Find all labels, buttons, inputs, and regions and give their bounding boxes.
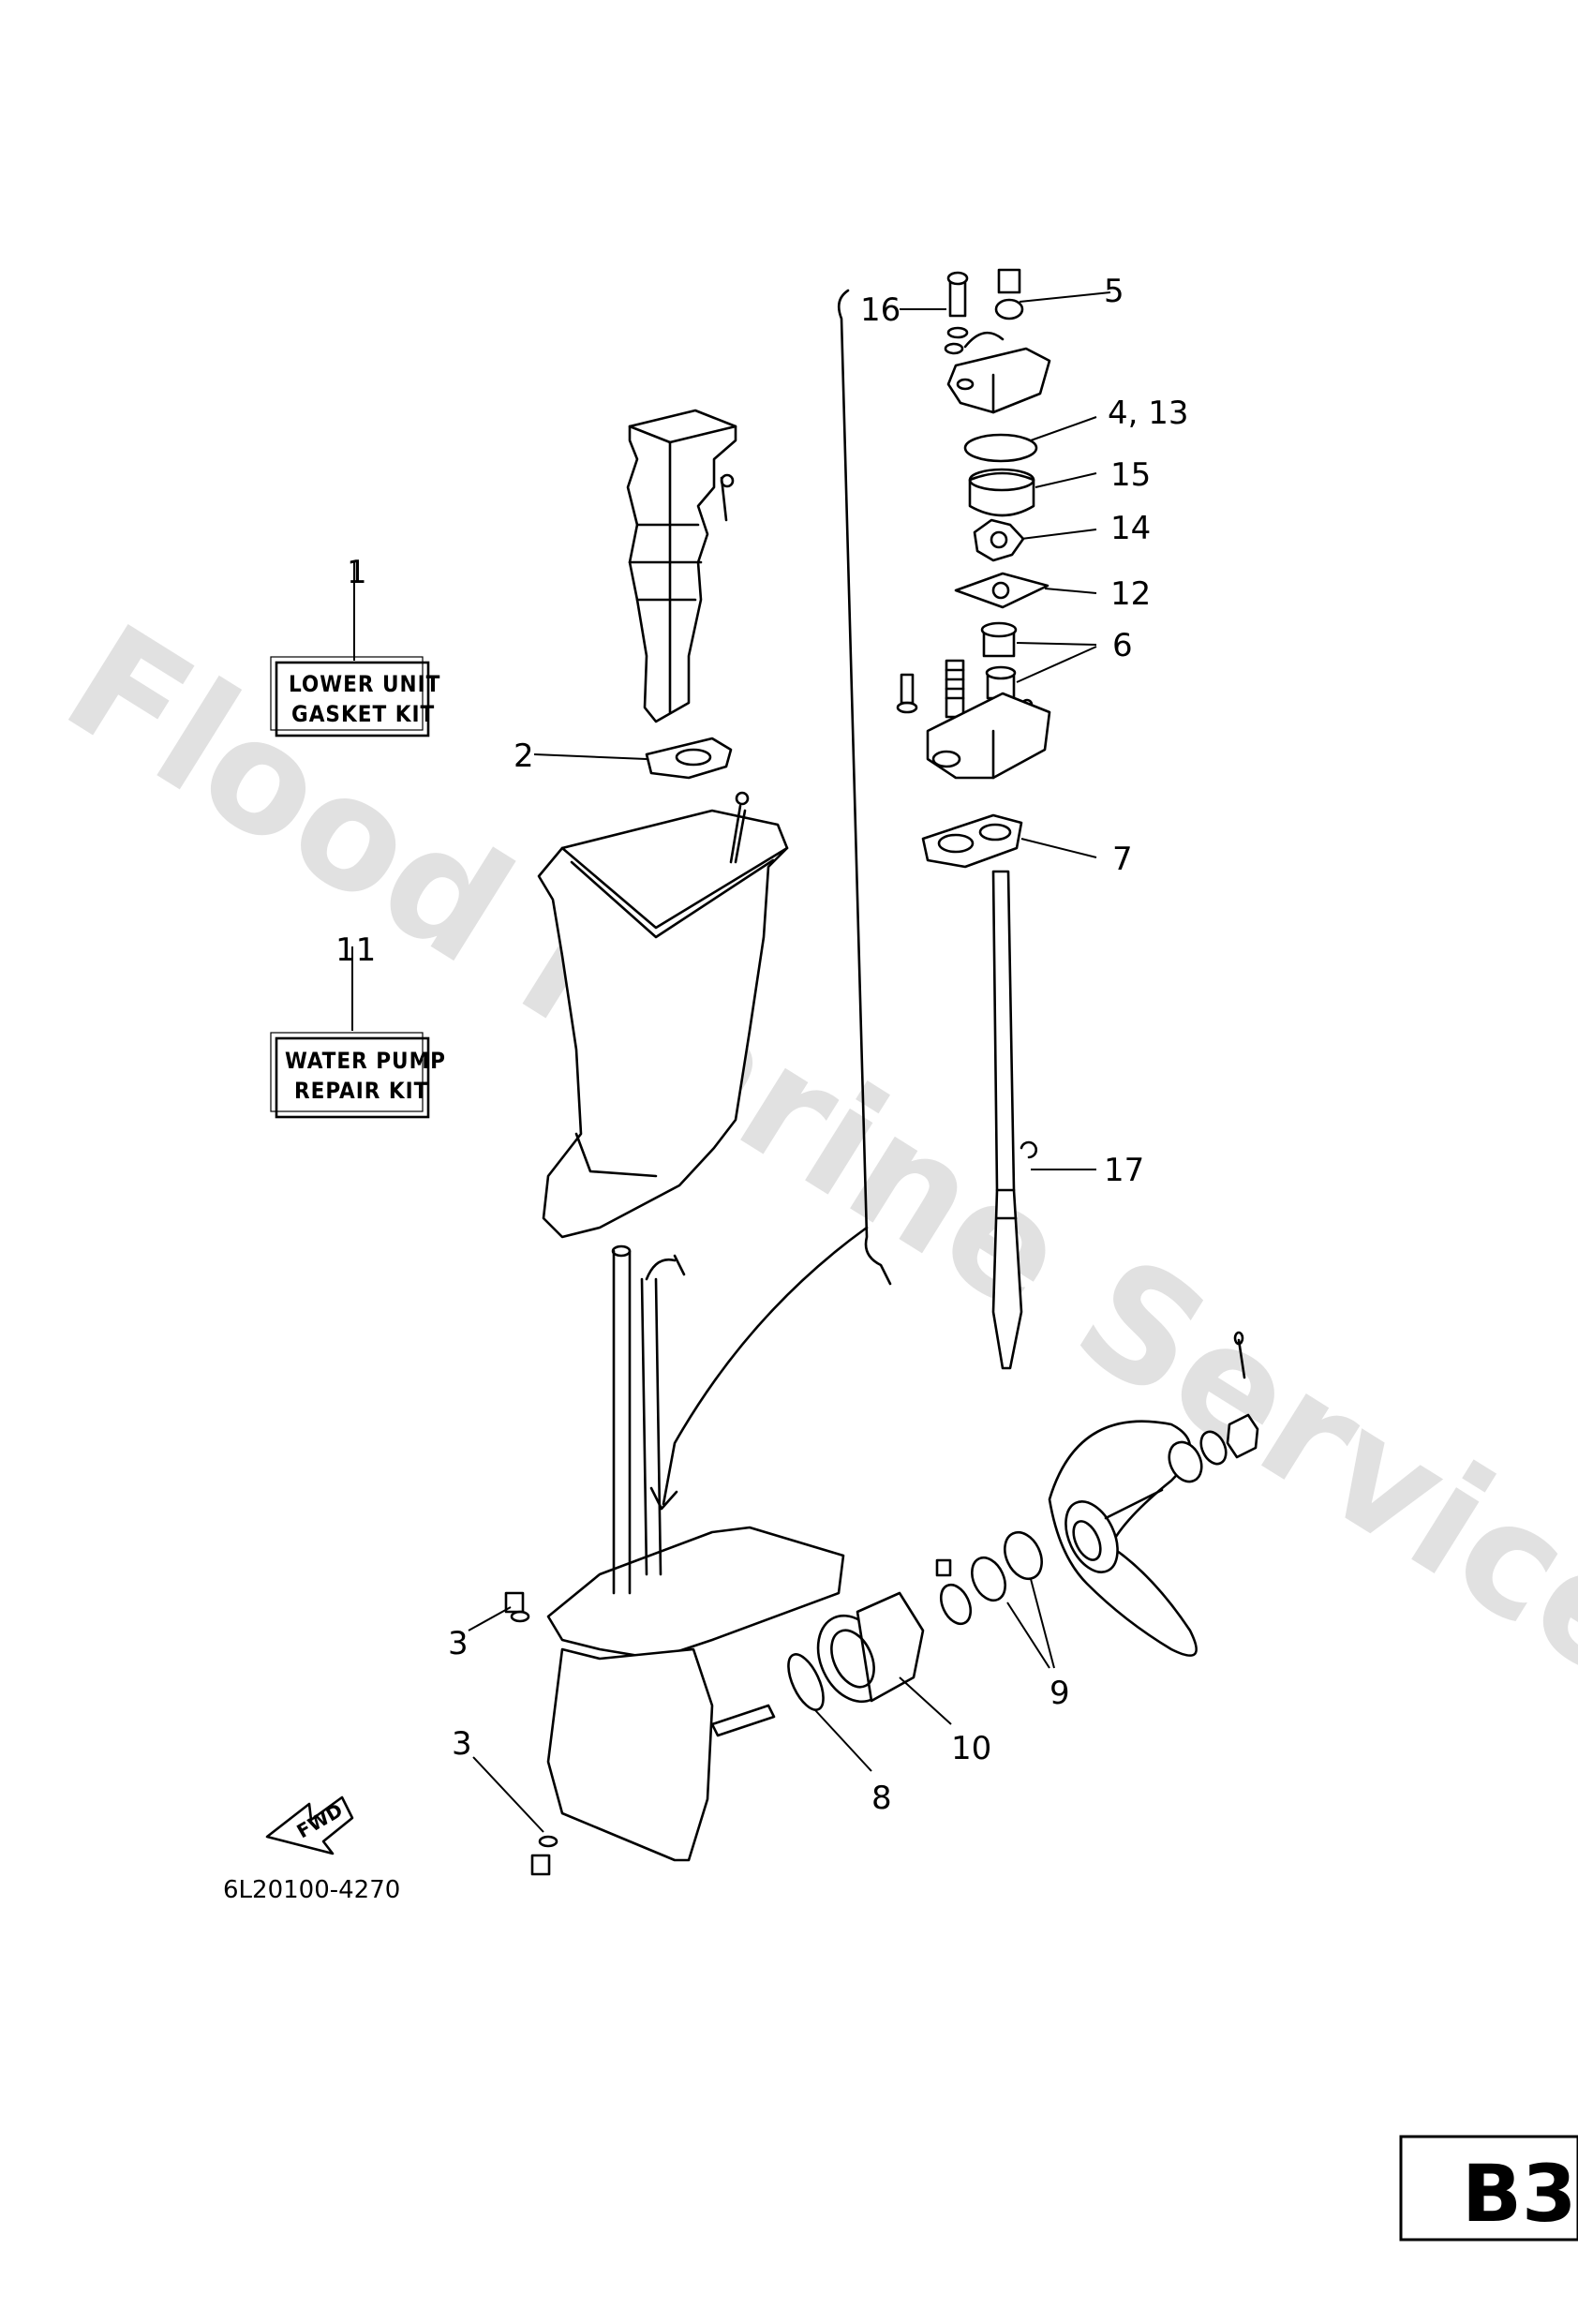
kit-number-1: 1: [347, 554, 367, 591]
callouts: 16 5 4, 13 15 14 12 6 7 17 2 3 3 8 10 9: [448, 273, 1189, 1817]
callout-8: 8: [871, 1780, 892, 1817]
part-code: 6L20100-4270: [223, 1876, 400, 1904]
bearing-part-9: [939, 1530, 1043, 1626]
propeller-shaft-housing-drawing: [816, 1558, 952, 1704]
kit-box-lower-unit-gasket: 1 LOWER UNIT GASKET KIT: [270, 554, 440, 737]
gasket-part-2: [645, 737, 733, 780]
page-code: B3: [1462, 2148, 1576, 2240]
leader-lines: [468, 291, 1111, 1833]
kit-label-lower-unit-line2: GASKET KIT: [291, 701, 435, 727]
kit-label-water-pump-line2: REPAIR KIT: [294, 1078, 428, 1104]
exhaust-guide-drawing: [626, 409, 737, 723]
kit-box-water-pump-repair: 11 WATER PUMP REPAIR KIT: [270, 931, 446, 1119]
propeller-drawing: [1048, 1331, 1259, 1657]
lower-casing-drawing: [504, 1244, 845, 1876]
water-pump-drawing: [896, 268, 1051, 1370]
callout-9: 9: [1050, 1675, 1070, 1712]
callout-4-13: 4, 13: [1108, 395, 1189, 432]
callout-16: 16: [860, 291, 901, 329]
callout-3-upper: 3: [448, 1625, 469, 1662]
callout-3-lower: 3: [452, 1725, 472, 1763]
callout-7: 7: [1112, 841, 1133, 878]
kit-label-water-pump-line1: WATER PUMP: [285, 1048, 446, 1074]
callout-15: 15: [1110, 456, 1151, 494]
o-ring-part-8: [787, 1653, 825, 1711]
kit-label-lower-unit-line1: LOWER UNIT: [289, 671, 440, 697]
upper-casing-drawing: [537, 791, 789, 1239]
callout-2: 2: [514, 737, 534, 775]
callout-10: 10: [951, 1730, 991, 1767]
callout-12: 12: [1110, 575, 1151, 613]
water-pump-bracket: [837, 289, 892, 1286]
page-code-box: B3: [1399, 2135, 1578, 2242]
callout-6: 6: [1112, 627, 1133, 664]
kit-number-11: 11: [335, 931, 376, 969]
callout-5: 5: [1104, 273, 1124, 310]
fwd-arrow-icon: FWD: [265, 1795, 354, 1855]
callout-17: 17: [1104, 1152, 1144, 1189]
callout-14: 14: [1110, 510, 1151, 547]
